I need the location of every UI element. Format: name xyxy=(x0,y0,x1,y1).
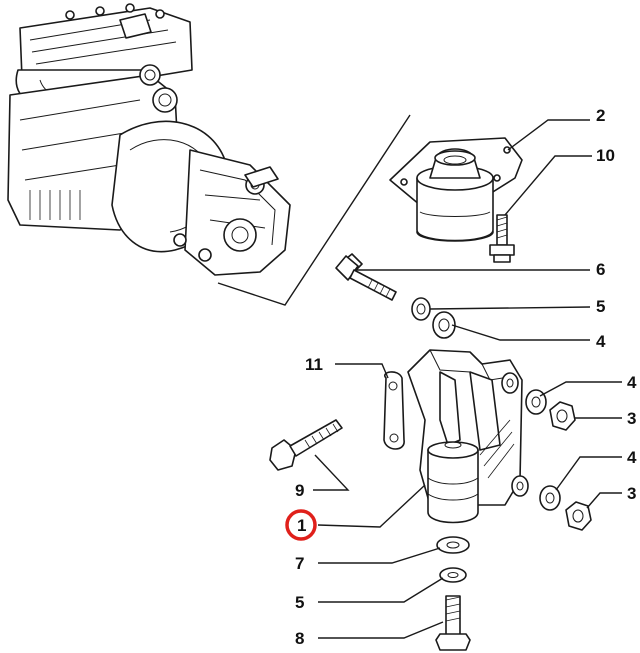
callout-11: 11 xyxy=(305,355,323,374)
part-5-spring-washer-bottom xyxy=(439,567,467,583)
part-11-link-plate xyxy=(383,371,405,450)
callout-7: 7 xyxy=(295,554,304,573)
leader-4-mid xyxy=(539,381,622,397)
leader-4-top xyxy=(451,324,590,341)
callout-5-top: 5 xyxy=(596,297,605,316)
section-cut-line xyxy=(217,114,411,306)
part-4-washer-low xyxy=(539,485,561,511)
callout-8: 8 xyxy=(295,629,304,648)
leader-lines xyxy=(313,119,622,639)
callout-6: 6 xyxy=(596,260,605,279)
leader-4-low xyxy=(555,456,622,491)
leader-5-bottom xyxy=(318,577,444,603)
part-8-bottom-bolt xyxy=(435,595,471,651)
callout-3-mid: 3 xyxy=(627,409,636,428)
part-1-mount-bracket xyxy=(407,349,529,524)
part-7-flat-washer xyxy=(436,536,470,554)
highlight-ring-part-1 xyxy=(285,509,317,541)
callout-4-low: 4 xyxy=(627,448,637,467)
leader-2 xyxy=(507,119,590,151)
callout-4-top: 4 xyxy=(596,332,606,351)
leader-5-top xyxy=(429,306,591,310)
leader-7 xyxy=(318,547,441,564)
callout-10: 10 xyxy=(596,146,615,165)
part-6-long-bolt xyxy=(335,253,397,301)
part-2-upper-mount xyxy=(389,137,523,242)
part-3-nut-mid xyxy=(549,401,576,431)
leader-3-low xyxy=(586,492,622,509)
callout-3-low: 3 xyxy=(627,484,636,503)
part-9-bolt xyxy=(269,419,343,471)
engine-gearbox-illustration xyxy=(7,3,291,276)
leader-11 xyxy=(335,363,389,379)
callout-5-bottom: 5 xyxy=(295,593,304,612)
leader-9 xyxy=(313,454,350,491)
callout-2: 2 xyxy=(596,106,605,125)
leader-8 xyxy=(318,621,444,639)
callout-4-mid: 4 xyxy=(627,373,637,392)
part-5-spring-washer-top xyxy=(411,297,431,321)
part-3-nut-low xyxy=(565,501,592,531)
callout-labels: 2 10 6 5 4 11 4 3 9 4 3 1 7 5 8 xyxy=(295,106,637,648)
callout-9: 9 xyxy=(295,481,304,500)
part-4-washer-top xyxy=(432,311,456,339)
leader-10 xyxy=(504,155,592,216)
callout-1: 1 xyxy=(297,516,306,535)
leader-1 xyxy=(317,484,426,528)
part-10-screw xyxy=(489,214,515,263)
